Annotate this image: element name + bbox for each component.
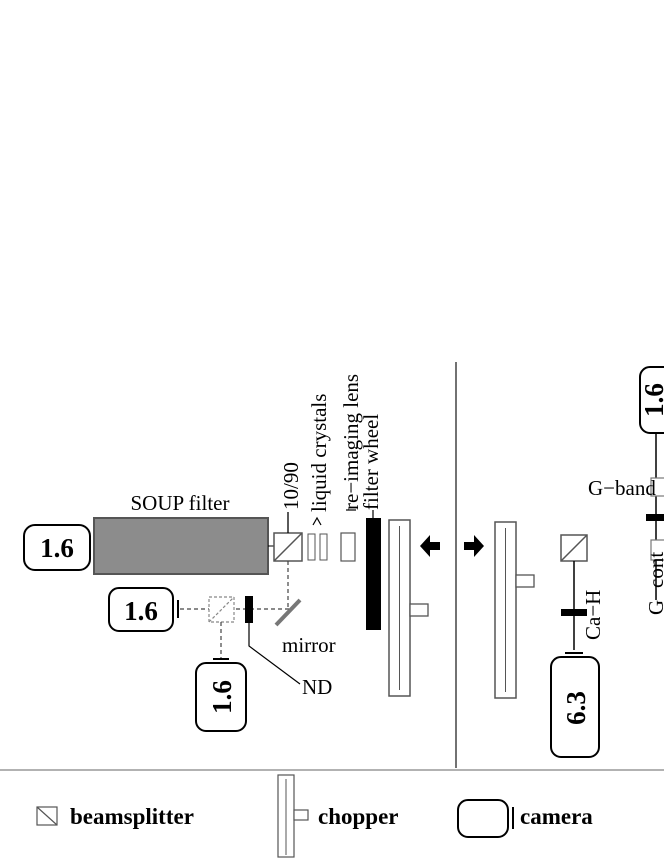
label-nd: ND [302, 675, 332, 699]
light-arrow-right-icon [464, 535, 484, 557]
beamsplitter-10-90 [273, 532, 303, 562]
camera-main-label: 1.6 [40, 533, 74, 563]
legend-camera-label: camera [520, 804, 593, 829]
mirror [274, 598, 302, 627]
legend-beamsplitter-label: beamsplitter [70, 804, 194, 829]
camera-main: 1.6 [23, 524, 91, 571]
filter-ca-h [561, 609, 587, 616]
liquid-crystal-2 [319, 533, 328, 561]
soup-filter-label: SOUP filter [131, 491, 230, 515]
beamsplitter-ca-h [560, 534, 588, 562]
label-g-cont: G−cont [644, 552, 664, 615]
camera-ca-h-label: 6.3 [561, 691, 591, 725]
soup-filter [93, 517, 269, 575]
camera-left: 1.6 [108, 587, 179, 632]
nd-filter [245, 596, 253, 623]
label-ca-h: Ca−H [581, 590, 605, 640]
beamsplitter-g-band [650, 477, 664, 497]
legend-camera-icon [457, 799, 514, 838]
chopper-left [388, 519, 429, 697]
camera-g-band-top-label: 1.6 [639, 383, 664, 417]
label-liquid-crystals: liquid crystals [307, 394, 331, 512]
label-10-90: 10/90 [279, 462, 303, 510]
camera-bottom: 1.6 [195, 658, 247, 732]
label-g-band: G−band [588, 476, 656, 500]
camera-left-label: 1.6 [124, 596, 158, 626]
camera-ca-h: 6.3 [550, 652, 600, 758]
label-mirror: mirror [282, 633, 336, 657]
legend-chopper-label: chopper [318, 804, 399, 829]
beamsplitter-small [208, 596, 235, 623]
liquid-crystal-1 [307, 533, 316, 561]
filter-wheel [366, 518, 381, 630]
label-filter-wheel: filter wheel [359, 414, 383, 510]
light-arrow-left-icon [420, 535, 440, 557]
beamsplitter-g-cont [650, 539, 664, 561]
chopper-right [494, 521, 535, 699]
legend-beamsplitter-icon [36, 806, 58, 826]
leader-nd [248, 623, 301, 685]
filter-g-band [646, 514, 664, 521]
reimaging-lens [340, 532, 356, 562]
camera-bottom-label: 1.6 [207, 680, 237, 714]
label-reimaging-lens: re−imaging lens [339, 374, 363, 510]
camera-g-band-top: 1.6 [639, 366, 664, 434]
legend-chopper-icon [277, 774, 309, 858]
leader-liquid-crystals [312, 516, 322, 526]
